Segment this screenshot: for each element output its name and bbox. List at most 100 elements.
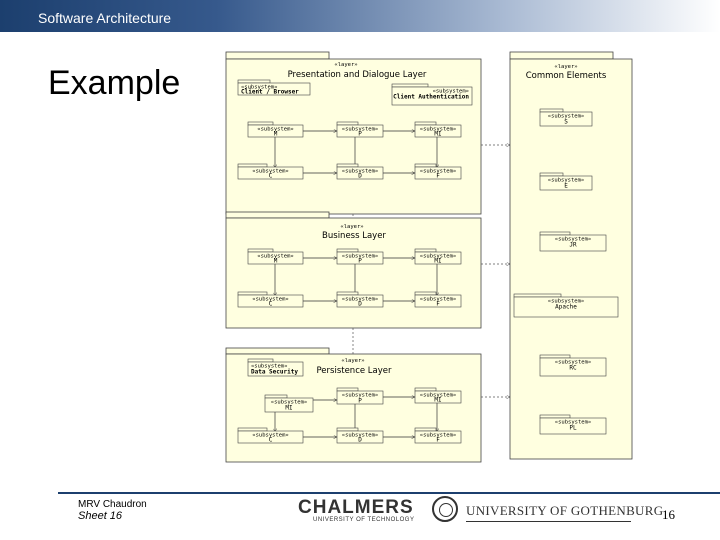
subsystem-stereotype: «subsystem» xyxy=(342,169,378,175)
subsystem-stereotype: «subsystem» xyxy=(271,400,307,406)
subsystem-pres-mi: «subsystem»MI xyxy=(414,121,462,138)
subsystem-stereotype: «subsystem» xyxy=(420,254,456,260)
footer-author: MRV Chaudron xyxy=(78,499,147,510)
subsystem-com-pl: «subsystem»PL xyxy=(539,414,607,435)
subsystem-name: F xyxy=(436,173,440,180)
subsystem-client-browser: «subsystem»Client / Browser xyxy=(237,79,311,96)
subsystem-stereotype: «subsystem» xyxy=(342,433,378,439)
subsystem-stereotype: «subsystem» xyxy=(433,89,469,95)
layer-stereotype: «layer» xyxy=(340,224,363,230)
subsystem-name: D xyxy=(358,301,362,308)
subsystem-bus-f: «subsystem»F xyxy=(414,291,462,308)
slide-header-bar: Software Architecture xyxy=(0,0,720,32)
subsystem-bus-p: «subsystem»P xyxy=(336,248,384,265)
subsystem-stereotype: «subsystem» xyxy=(342,254,378,260)
subsystem-stereotype: «subsystem» xyxy=(548,178,584,184)
subsystem-name: F xyxy=(436,301,440,308)
subsystem-name: D xyxy=(358,437,362,444)
subsystem-bus-mi: «subsystem»MI xyxy=(414,248,462,265)
subsystem-stereotype: «subsystem» xyxy=(420,433,456,439)
gothenburg-seal-icon xyxy=(432,496,458,522)
subsystem-stereotype: «subsystem» xyxy=(420,127,456,133)
gothenburg-logo: UNIVERSITY OF GOTHENBURG xyxy=(466,503,664,518)
course-title: Software Architecture xyxy=(38,10,172,26)
subsystem-per-c: «subsystem»C xyxy=(237,427,304,444)
subsystem-stereotype: «subsystem» xyxy=(548,114,584,120)
subsystem-name: MI xyxy=(434,258,442,265)
subsystem-per-f: «subsystem»F xyxy=(414,427,462,444)
subsystem-stereotype: «subsystem» xyxy=(342,297,378,303)
layer-name-presentation: Presentation and Dialogue Layer xyxy=(288,70,427,80)
subsystem-pres-d: «subsystem»D xyxy=(336,163,384,180)
subsystem-stereotype: «subsystem» xyxy=(420,169,456,175)
subsystem-packages: «subsystem»Client / Browser«subsystem»Cl… xyxy=(237,79,619,444)
subsystem-stereotype: «subsystem» xyxy=(252,433,288,439)
footer-divider xyxy=(58,492,720,494)
subsystem-per-mi: «subsystem»MI xyxy=(414,387,462,404)
chalmers-logo: CHALMERS xyxy=(298,497,414,518)
subsystem-stereotype: «subsystem» xyxy=(257,254,293,260)
subsystem-pres-f: «subsystem»F xyxy=(414,163,462,180)
subsystem-name: PL xyxy=(569,425,577,432)
layer-dependencies xyxy=(352,145,510,397)
layer-name-persistence: Persistence Layer xyxy=(316,366,392,376)
subsystem-name: MI xyxy=(434,131,442,138)
subsystem-stereotype: «subsystem» xyxy=(548,299,584,305)
subsystem-stereotype: «subsystem» xyxy=(555,237,591,243)
layer-business: «layer» Business Layer xyxy=(225,211,482,329)
subsystem-name: F xyxy=(436,437,440,444)
subsystem-name: P xyxy=(358,258,362,265)
subsystem-name: MI xyxy=(434,397,442,404)
slide-title: Example xyxy=(48,64,181,102)
page-number: 16 xyxy=(662,507,675,522)
subsystem-name: E xyxy=(564,183,568,190)
layer-name-common: Common Elements xyxy=(526,71,607,81)
subsystem-stereotype: «subsystem» xyxy=(241,85,277,91)
subsystem-name: P xyxy=(358,398,362,405)
subsystem-name: MI xyxy=(285,405,293,412)
subsystem-stereotype: «subsystem» xyxy=(555,420,591,426)
subsystem-com-jr: «subsystem»JR xyxy=(539,231,607,252)
subsystem-pres-p: «subsystem»P xyxy=(336,121,384,138)
chalmers-logo-subtitle: UNIVERSITY OF TECHNOLOGY xyxy=(313,517,415,523)
subsystem-stereotype: «subsystem» xyxy=(420,297,456,303)
subsystem-bus-d: «subsystem»D xyxy=(336,291,384,308)
subsystem-name: M xyxy=(274,258,278,265)
subsystem-name: C xyxy=(269,437,273,444)
subsystem-stereotype: «subsystem» xyxy=(555,360,591,366)
subsystem-name: Apache xyxy=(555,304,577,311)
subsystem-per-p: «subsystem»P xyxy=(336,387,384,405)
subsystem-com-e: «subsystem»E xyxy=(539,172,593,191)
subsystem-bus-c: «subsystem»C xyxy=(237,291,304,308)
subsystem-name: C xyxy=(269,173,273,180)
footer-sheet: Sheet 16 xyxy=(78,510,123,522)
layer-stereotype: «layer» xyxy=(334,62,357,68)
subsystem-pres-m: «subsystem»M xyxy=(247,121,304,138)
subsystem-name: D xyxy=(358,173,362,180)
dependency-arrows xyxy=(275,131,437,437)
subsystem-name: Client / Browser xyxy=(241,89,299,96)
subsystem-com-rc: «subsystem»RC xyxy=(539,354,607,377)
subsystem-name: Client Authentication xyxy=(393,94,469,101)
subsystem-com-s: «subsystem»S xyxy=(539,108,593,127)
subsystem-name: S xyxy=(564,119,568,126)
subsystem-name: RC xyxy=(569,365,577,372)
subsystem-stereotype: «subsystem» xyxy=(251,364,287,370)
subsystem-name: Data Security xyxy=(251,369,298,376)
subsystem-stereotype: «subsystem» xyxy=(342,127,378,133)
subsystem-name: P xyxy=(358,131,362,138)
layer-stereotype: «layer» xyxy=(341,358,364,364)
subsystem-name: C xyxy=(269,301,273,308)
subsystem-name: M xyxy=(274,131,278,138)
subsystem-stereotype: «subsystem» xyxy=(252,169,288,175)
subsystem-com-apache: «subsystem»Apache xyxy=(513,293,619,318)
subsystem-pres-c: «subsystem»C xyxy=(237,163,304,180)
layer-name-business: Business Layer xyxy=(322,231,386,241)
subsystem-client-auth: «subsystem»Client Authentication xyxy=(391,83,473,106)
subsystem-name: JR xyxy=(569,242,577,249)
subsystem-bus-m: «subsystem»M xyxy=(247,248,304,265)
subsystem-per-mi-left: «subsystem»MI xyxy=(264,394,314,413)
subsystem-per-d: «subsystem»D xyxy=(336,427,384,444)
subsystem-stereotype: «subsystem» xyxy=(420,393,456,399)
